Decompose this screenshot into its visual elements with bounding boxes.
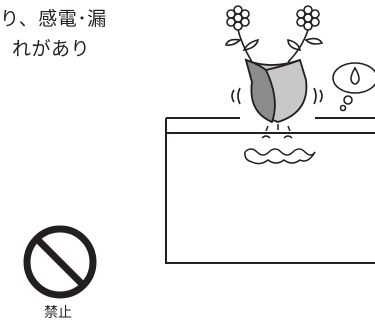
prohibit-label: 禁止 [44,305,72,321]
appliance-box [165,117,375,264]
vase-on-tv-illustration [165,5,375,264]
water-leak [244,124,316,165]
vase [244,58,308,124]
water-drop-icon [332,62,375,112]
warning-text-line-1: り、感電･漏 [0,8,107,30]
flower-right [287,5,324,63]
flower-left [224,5,260,63]
prohibition-circle-icon [23,225,97,299]
warning-text-line-2: れがあり [12,38,91,60]
shake-lines [231,87,323,105]
